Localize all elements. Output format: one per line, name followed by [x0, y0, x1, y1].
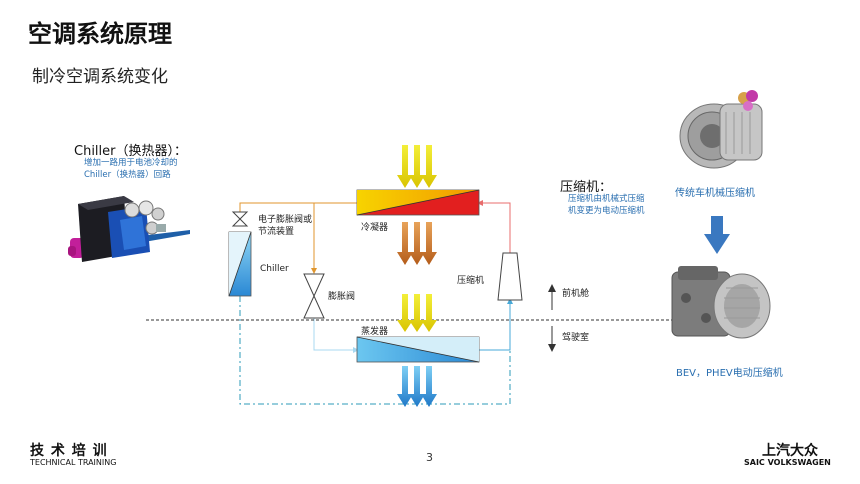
evaporator [356, 336, 480, 363]
line-compressor-to-condenser [479, 202, 511, 253]
compressor-title: 压缩机： [560, 180, 613, 195]
electronic-expansion-valve-symbol [231, 211, 249, 227]
label-chiller: Chiller [260, 264, 289, 274]
airflow-yellow-arrows-evap [397, 294, 437, 332]
label-cabin: 驾驶室 [562, 331, 589, 343]
chiller-component-image [68, 196, 190, 262]
footer-brand-training: 技 术 培 训 [30, 443, 108, 459]
label-electric-compressor: BEV，PHEV电动压缩机 [676, 368, 783, 379]
page-subtitle: 制冷空调系统变化 [32, 67, 168, 87]
page-title: 空调系统原理 [28, 20, 172, 48]
chiller-desc-line2: Chiller（换热器）回路 [84, 170, 171, 180]
airflow-yellow-arrows [397, 145, 437, 188]
label-exv: 电子膨胀阀或 [258, 213, 312, 225]
airflow-blue-arrows [397, 366, 437, 407]
chiller-description: 增加一路用于电池冷却的 Chiller（换热器）回路 [84, 157, 178, 181]
page-number: 3 [426, 451, 433, 464]
chiller-heat-exchanger [228, 231, 252, 297]
label-front-compartment: 前机舱 [562, 287, 589, 299]
zone-arrow-up [548, 284, 556, 310]
condenser [356, 189, 480, 216]
label-evaporator: 蒸发器 [361, 325, 388, 337]
zone-arrow-down [548, 326, 556, 352]
label-exv-2: 节流装置 [258, 225, 294, 237]
label-condenser: 冷凝器 [361, 221, 388, 233]
compressor-desc-line1: 压缩机由机械式压缩 [568, 194, 645, 204]
electric-compressor-image [671, 266, 771, 339]
airflow-orange-arrows [397, 222, 437, 265]
label-compressor: 压缩机 [457, 274, 484, 286]
compressor-symbol [497, 252, 523, 301]
chiller-title: Chiller（换热器）： [74, 144, 187, 159]
label-traditional-compressor: 传统车机械压缩机 [675, 188, 755, 199]
mechanical-compressor-image [679, 90, 763, 169]
label-expansion-valve: 膨胀阀 [328, 290, 355, 302]
line-evaporator-to-compressor [479, 300, 511, 351]
line-chiller-return [239, 296, 511, 405]
transition-arrow-down-icon [704, 216, 730, 254]
line-expansion-to-evaporator [313, 318, 357, 351]
footer-brand-logo-sub: SAIC VOLKSWAGEN [744, 458, 831, 467]
compressor-desc-line2: 机变更为电动压缩机 [568, 206, 645, 216]
chiller-bracket [140, 230, 190, 242]
footer-brand-logo: 上汽大众 [762, 443, 818, 459]
chiller-desc-line1: 增加一路用于电池冷却的 [84, 158, 178, 168]
expansion-valve-symbol [303, 273, 325, 319]
footer-brand-training-sub: TECHNICAL TRAINING [30, 458, 117, 467]
compressor-description: 压缩机由机械式压缩 机变更为电动压缩机 [568, 193, 645, 217]
